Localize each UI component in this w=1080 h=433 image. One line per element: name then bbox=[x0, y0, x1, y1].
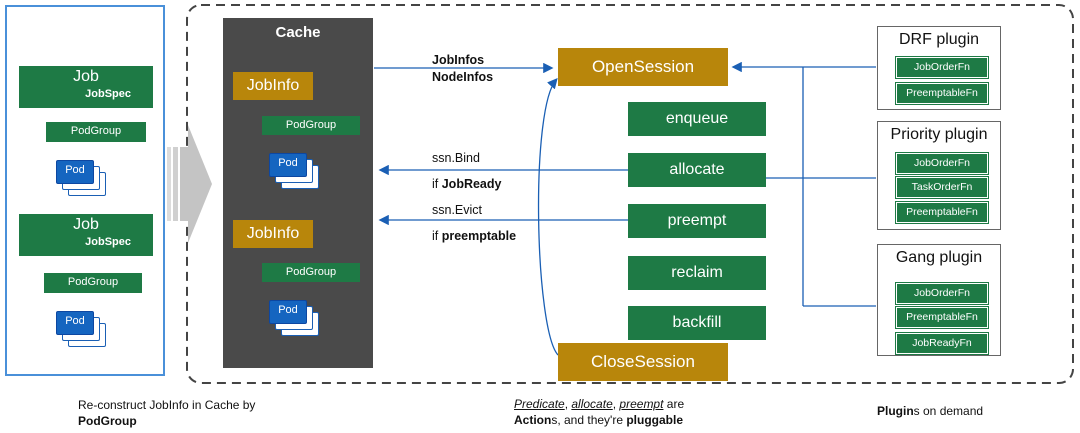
plugin-fn: PreemptableFn bbox=[895, 82, 989, 105]
plugin-title: Gang plugin bbox=[895, 249, 983, 266]
job-box-2: Job JobSpec bbox=[19, 214, 153, 256]
cond-prefix: if bbox=[432, 229, 442, 243]
action-backfill: backfill bbox=[628, 306, 766, 340]
center-caption-line2: Actions, and they're pluggable bbox=[514, 413, 683, 427]
flow-label-bind-cond: if JobReady bbox=[432, 177, 501, 191]
caption-word: preempt bbox=[619, 397, 664, 411]
plugin-fn: JobOrderFn bbox=[895, 282, 989, 305]
left-caption-line2: PodGroup bbox=[78, 414, 137, 428]
plugin-connectors bbox=[731, 61, 876, 307]
job-box-1: Job JobSpec bbox=[19, 66, 153, 108]
plugin-fn: JobOrderFn bbox=[895, 56, 989, 79]
jobinfo-box-2: JobInfo bbox=[233, 220, 313, 248]
cond-prefix: if bbox=[432, 177, 442, 191]
system-dashed-frame bbox=[186, 4, 1074, 384]
caption-word: allocate bbox=[571, 397, 613, 411]
session-loop bbox=[537, 78, 559, 356]
job-spec: JobSpec bbox=[85, 88, 131, 100]
flow-label-nodeinfos: NodeInfos bbox=[432, 70, 494, 84]
caption-word: pluggable bbox=[626, 413, 684, 427]
podgroup-box: PodGroup bbox=[262, 263, 360, 282]
cond-keyword: preemptable bbox=[441, 229, 517, 243]
cond-keyword: JobReady bbox=[441, 177, 502, 191]
pod-card: Pod bbox=[56, 160, 94, 184]
caption-word: Predicate bbox=[514, 397, 565, 411]
pod-card: Pod bbox=[56, 311, 94, 335]
podgroup-box: PodGroup bbox=[46, 122, 146, 142]
job-title: Job bbox=[73, 68, 99, 85]
plugin-priority: Priority plugin JobOrderFn TaskOrderFn P… bbox=[877, 121, 1001, 230]
caption-word: Plugin bbox=[877, 404, 914, 418]
caption-word: Action bbox=[514, 413, 552, 427]
open-session-box: OpenSession bbox=[558, 48, 728, 86]
job-spec: JobSpec bbox=[85, 236, 131, 248]
action-reclaim: reclaim bbox=[628, 256, 766, 290]
plugin-fn: TaskOrderFn bbox=[895, 176, 989, 199]
plugin-fn: PreemptableFn bbox=[895, 306, 989, 329]
plugin-title: Priority plugin bbox=[890, 126, 988, 143]
plugin-fn: PreemptableFn bbox=[895, 201, 989, 224]
center-caption-line1: Predicate, allocate, preempt are bbox=[514, 397, 684, 411]
pod-stack: Pod bbox=[269, 153, 319, 189]
pod-stack: Pod bbox=[269, 300, 319, 336]
action-enqueue: enqueue bbox=[628, 102, 766, 136]
action-preempt: preempt bbox=[628, 204, 766, 238]
caption-sep: are bbox=[663, 397, 685, 411]
flow-label-evict-cond: if preemptable bbox=[432, 229, 516, 243]
left-caption-line1: Re-construct JobInfo in Cache by bbox=[78, 398, 256, 412]
pod-stack: Pod bbox=[56, 160, 106, 196]
plugin-drf: DRF plugin JobOrderFn PreemptableFn bbox=[877, 26, 1001, 110]
podgroup-box: PodGroup bbox=[262, 116, 360, 135]
reconstruct-arrow bbox=[167, 125, 212, 243]
plugin-fn: JobOrderFn bbox=[895, 152, 989, 175]
plugin-title: DRF plugin bbox=[898, 31, 980, 48]
caption-sep: s, and they're bbox=[551, 413, 627, 427]
close-session-box: CloseSession bbox=[558, 343, 728, 381]
podgroup-box: PodGroup bbox=[44, 273, 142, 293]
plugin-gang: Gang plugin JobOrderFn PreemptableFn Job… bbox=[877, 244, 1001, 356]
pod-card: Pod bbox=[269, 153, 307, 177]
flow-label-evict: ssn.Evict bbox=[432, 203, 483, 217]
caption-sep: s on demand bbox=[913, 404, 984, 418]
action-allocate: allocate bbox=[628, 153, 766, 187]
pod-card: Pod bbox=[269, 300, 307, 324]
plugin-fn: JobReadyFn bbox=[895, 332, 989, 355]
caption-sep: , bbox=[612, 397, 620, 411]
pod-stack: Pod bbox=[56, 311, 106, 347]
plugins-caption: Plugins on demand bbox=[877, 404, 983, 418]
cache-title: Cache bbox=[275, 24, 321, 41]
jobinfo-box-1: JobInfo bbox=[233, 72, 313, 100]
caption-sep: , bbox=[564, 397, 572, 411]
flow-label-bind: ssn.Bind bbox=[432, 151, 480, 165]
flow-label-jobinfos: JobInfos bbox=[432, 53, 485, 67]
job-title: Job bbox=[73, 216, 99, 233]
